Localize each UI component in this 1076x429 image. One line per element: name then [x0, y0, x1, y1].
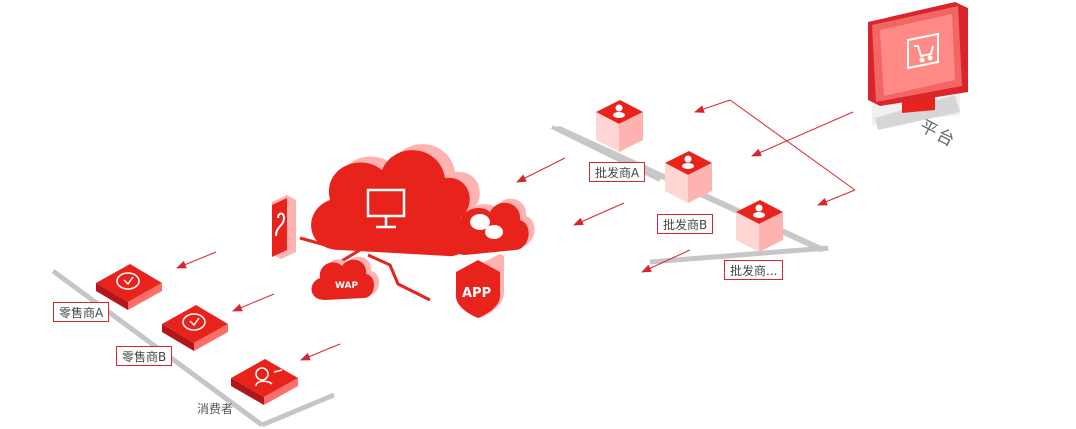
- retailer-tile-a: [96, 264, 162, 310]
- wap-badge-text: WAP: [335, 281, 358, 291]
- user-icon: [753, 204, 765, 218]
- consumer-icon: [255, 367, 283, 387]
- wholesaler-b-label: 批发商B: [657, 214, 714, 234]
- user-icon: [682, 155, 694, 169]
- mini-program-icon: [275, 212, 286, 237]
- wholesaler-more-label: 批发商...: [724, 260, 784, 280]
- clock-badge-icon: [116, 272, 140, 290]
- consumer-label: 消费者: [197, 402, 234, 416]
- wholesaler-arrows: [516, 157, 691, 273]
- retailer-b-label: 零售商B: [116, 346, 173, 366]
- cloud-connectors: [299, 236, 431, 302]
- wholesaler-cube-c: [736, 200, 783, 252]
- wholesaler-a-label: 批发商A: [589, 162, 646, 182]
- retailer-a-label: 零售商A: [53, 302, 110, 322]
- monitor-icon: [366, 188, 406, 229]
- retailer-tile-b: [162, 305, 228, 351]
- app-shield: APP: [456, 254, 504, 318]
- clock-badge-icon: [182, 313, 206, 331]
- mini-program-phone: [272, 195, 296, 259]
- wap-cloud: WAP: [311, 256, 380, 300]
- app-badge-text: APP: [462, 286, 491, 301]
- wholesaler-cube-b: [665, 151, 712, 203]
- platform-monitor: [868, 2, 968, 130]
- platform-arrows: [694, 99, 856, 206]
- user-icon: [613, 104, 625, 118]
- wechat-cloud: [450, 198, 535, 255]
- retail-arrows: [176, 251, 341, 361]
- consumer-tile: [231, 359, 298, 405]
- cloud-hub: [311, 144, 480, 257]
- wholesaler-cube-a: [596, 100, 643, 152]
- shopping-cart-icon: [907, 32, 939, 70]
- wechat-icon: [470, 214, 503, 239]
